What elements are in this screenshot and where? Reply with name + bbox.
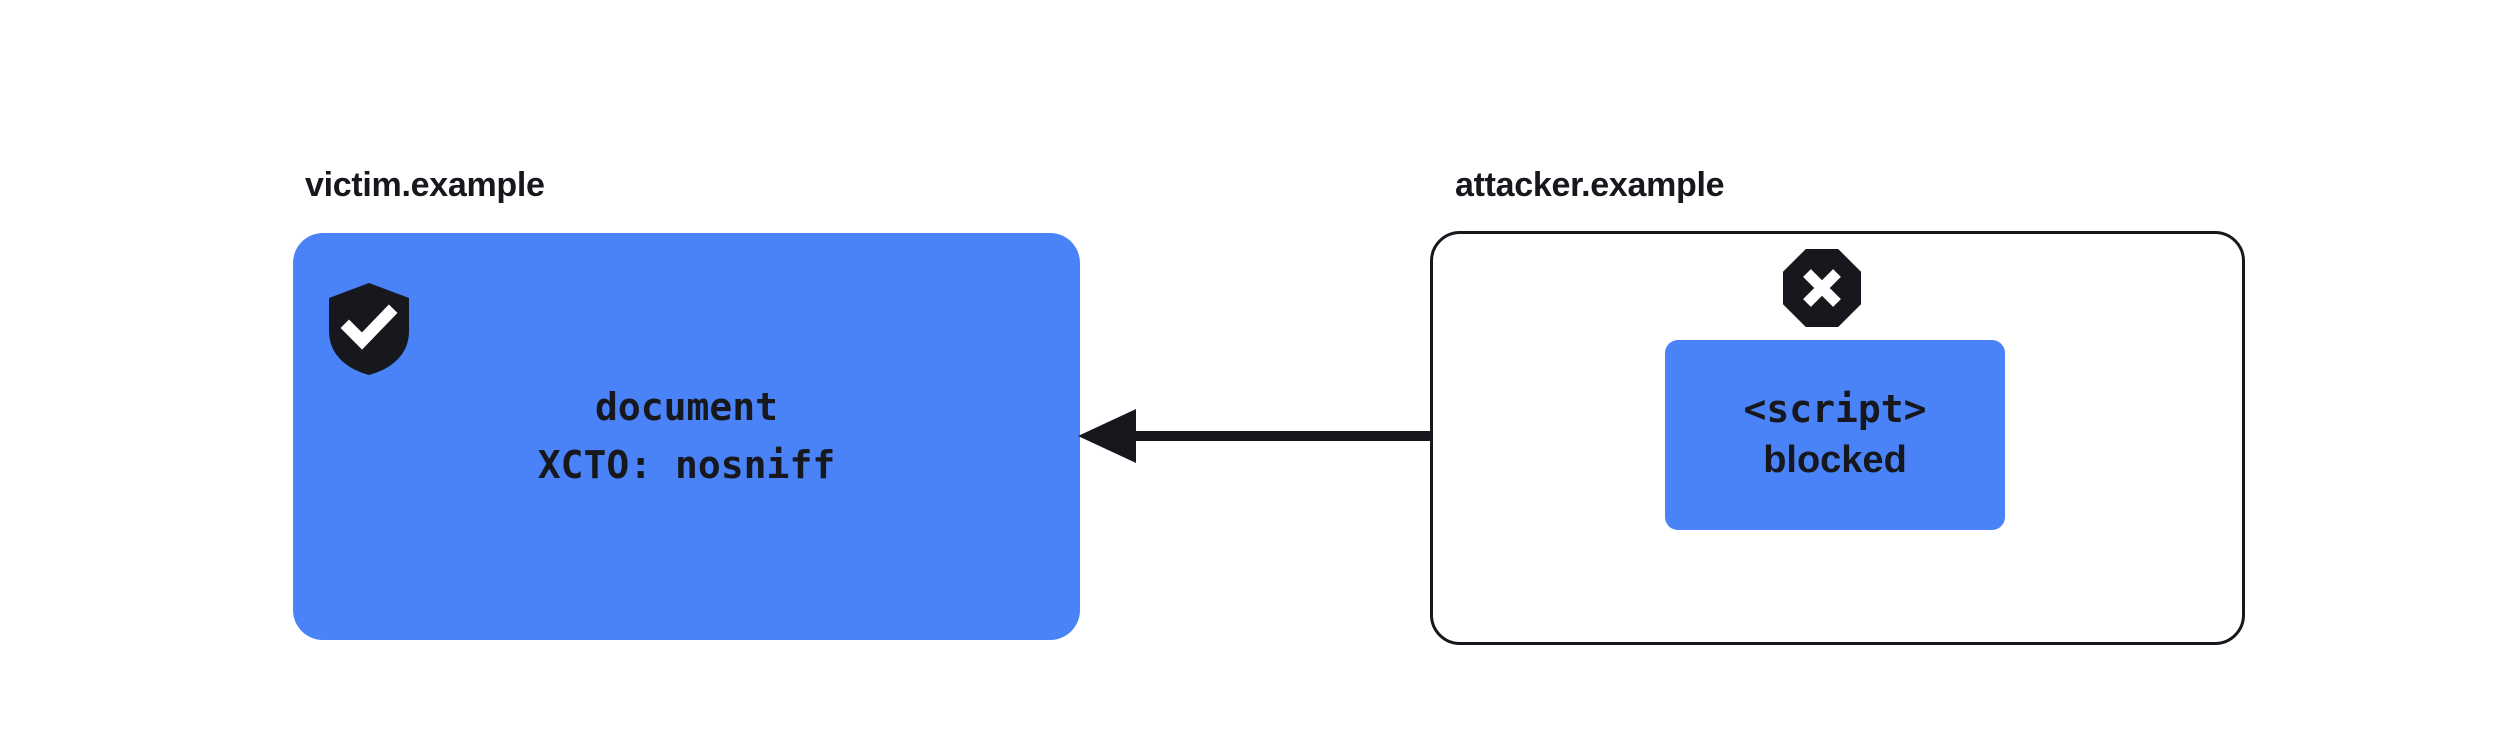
victim-line-header: XCTO: nosniff (537, 442, 836, 487)
victim-document-panel: document XCTO: nosniff (293, 233, 1080, 640)
script-tag-text: <script> (1743, 386, 1927, 431)
octagon-x-icon (1783, 249, 1861, 327)
shield-check-icon (329, 283, 409, 375)
script-status-text: blocked (1763, 439, 1907, 481)
victim-document-text: document XCTO: nosniff (293, 233, 1080, 640)
victim-line-document: document (594, 385, 779, 430)
arrow-left-icon (1070, 405, 1675, 469)
victim-origin-label: victim.example (305, 166, 545, 204)
blocked-script-chip: <script> blocked (1665, 340, 2005, 530)
attacker-origin-label: attacker.example (1455, 166, 1725, 204)
